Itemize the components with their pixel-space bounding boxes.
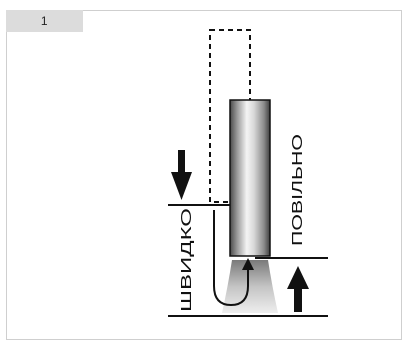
- step-number: 1: [40, 14, 49, 28]
- up-arrow-icon: [287, 266, 309, 312]
- flow-plume: [222, 260, 278, 313]
- cylinder: [229, 99, 271, 257]
- diagram-panel: [6, 10, 402, 340]
- label-slow: ПОВІЛЬНО: [289, 134, 306, 246]
- step-number-tab: 1: [6, 10, 83, 32]
- down-arrow-icon: [171, 150, 192, 200]
- curved-return-arrow-icon: [213, 210, 254, 307]
- label-fast: ШВИДКО: [178, 208, 195, 312]
